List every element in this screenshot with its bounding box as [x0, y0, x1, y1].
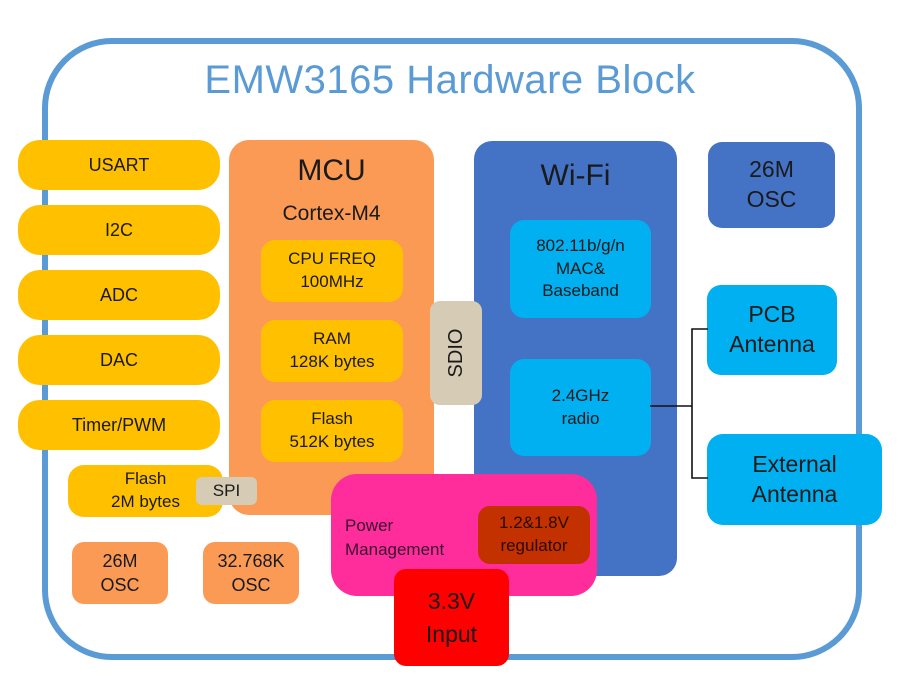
external-antenna-type: External	[752, 450, 837, 477]
power-management-label: Power Management	[345, 514, 444, 562]
osc-32k-block: 32.768K OSC	[203, 542, 299, 604]
pcb-antenna-wire	[691, 328, 708, 479]
wifi-osc-label: OSC	[746, 186, 797, 212]
pcb-antenna-type: PCB	[748, 301, 796, 328]
external-antenna-block: External Antenna	[707, 434, 882, 525]
peripheral-label: Timer/PWM	[71, 414, 167, 435]
spi-label: SPI	[212, 481, 241, 500]
ram-value: 128K bytes	[289, 352, 375, 371]
mac-label: MAC&	[555, 258, 606, 278]
osc-26m-block: 26M OSC	[72, 542, 168, 604]
wifi-title: Wi-Fi	[540, 159, 611, 192]
osc-26m-freq: 26M	[102, 550, 138, 571]
mac-baseband-block: 802.11b/g/n MAC& Baseband	[510, 220, 651, 318]
peripheral-dac: DAC	[18, 335, 220, 385]
regulator-voltage: 1.2&1.8V	[499, 513, 569, 533]
osc-26m-label: OSC	[100, 575, 140, 595]
flash-label: Flash	[311, 409, 353, 429]
mcu-subtitle: Cortex-M4	[282, 202, 381, 225]
internal-flash-block: Flash 512K bytes	[261, 400, 403, 462]
regulator-label: regulator	[500, 536, 568, 555]
mcu-title: MCU	[297, 154, 366, 187]
cpu-freq-block: CPU FREQ 100MHz	[261, 240, 403, 302]
peripheral-label: DAC	[99, 349, 138, 370]
power-input-block: 3.3V Input	[394, 569, 509, 666]
wifi-osc-freq: 26M	[749, 156, 794, 183]
peripheral-label: ADC	[99, 284, 138, 305]
external-flash-label: Flash	[124, 469, 167, 489]
peripheral-i2c: I2C	[18, 205, 220, 255]
mac-standard: 802.11b/g/n	[536, 235, 625, 255]
pcb-antenna-label: Antenna	[729, 331, 815, 357]
regulator-block: 1.2&1.8V regulator	[478, 506, 590, 564]
external-flash-size: 2M bytes	[111, 492, 180, 511]
osc-32k-label: OSC	[231, 575, 271, 595]
external-antenna-label: Antenna	[751, 480, 838, 507]
diagram-title: EMW3165 Hardware Block	[204, 58, 696, 102]
radio-block: 2.4GHz radio	[510, 359, 651, 456]
flash-value: 512K bytes	[289, 432, 375, 451]
radio-frequency: 2.4GHz	[551, 385, 610, 405]
radio-label: radio	[561, 408, 600, 428]
input-label: Input	[425, 620, 478, 647]
power-label-line2: Management	[345, 539, 445, 559]
cpu-label: CPU FREQ	[288, 249, 376, 269]
power-label-line1: Power	[345, 516, 394, 535]
peripheral-timer-pwm: Timer/PWM	[18, 400, 220, 450]
peripheral-usart: USART	[18, 140, 220, 190]
wifi-osc-block: 26M OSC	[708, 142, 835, 228]
baseband-label: Baseband	[542, 281, 619, 301]
sdio-bus: SDIO	[430, 301, 482, 405]
mcu-block: MCU Cortex-M4 CPU FREQ 100MHz RAM 128K b…	[229, 140, 434, 515]
peripheral-label: USART	[88, 154, 150, 175]
input-voltage: 3.3V	[427, 588, 476, 615]
ram-block: RAM 128K bytes	[261, 320, 403, 382]
cpu-value: 100MHz	[300, 272, 364, 291]
peripheral-adc: ADC	[18, 270, 220, 320]
pcb-antenna-block: PCB Antenna	[707, 285, 837, 375]
spi-bus: SPI	[196, 477, 257, 505]
peripheral-label: I2C	[104, 219, 133, 240]
osc-32k-freq: 32.768K	[217, 550, 285, 571]
ram-label: RAM	[313, 329, 351, 349]
